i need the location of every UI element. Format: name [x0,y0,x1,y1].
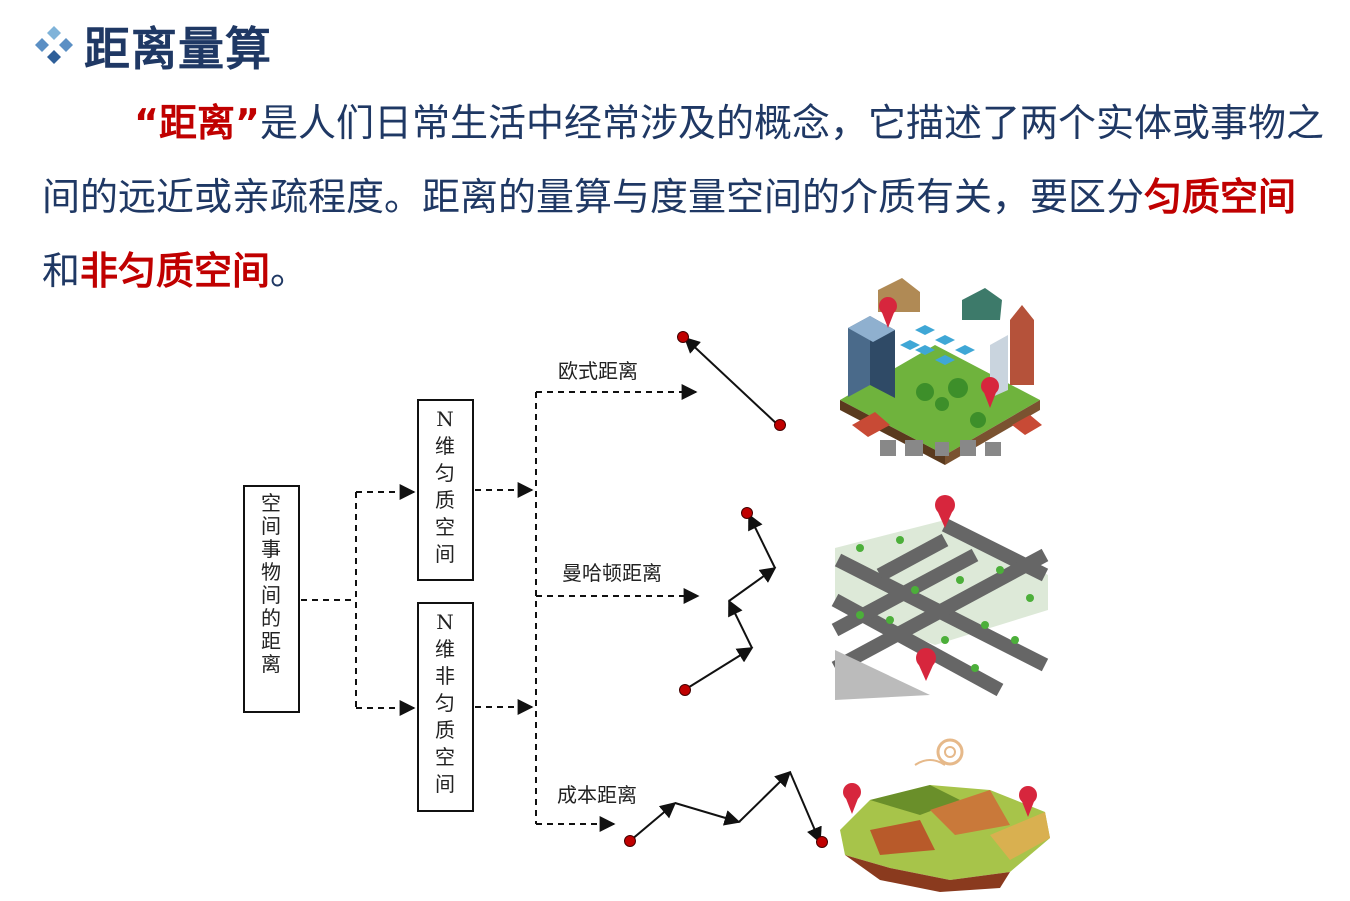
manhattan-path [679,507,777,696]
cost-label: 成本距离 [557,783,637,807]
term-heterogeneous: 非匀质空间 [80,249,271,293]
paragraph-conj: 和 [42,249,81,293]
terrain-illustration [840,738,1050,892]
paragraph-end: 。 [270,249,309,293]
title-row: 距离量算 [32,14,272,78]
root-label: 空间事物间的距离 [261,491,281,676]
root-box [243,485,300,713]
intro-paragraph: “距离”是人们日常生活中经常涉及的概念，它描述了两个实体或事物之间的远近或亲疏程… [42,86,1332,308]
quote-open: “ [134,101,159,145]
paragraph-text: 是人们日常生活中经常涉及的概念，它描述了两个实体或事物之间的远近或亲疏程度。距离… [42,101,1324,219]
right-connectors [475,384,700,832]
homogeneous-box [417,399,474,581]
city-illustration [840,278,1042,465]
euclidean-path [677,331,786,431]
left-connectors [301,484,416,716]
road-grid-illustration [831,495,1049,700]
quote-close: ” [235,101,260,145]
page-title: 距离量算 [84,22,272,76]
euclidean-label: 欧式距离 [558,359,638,383]
term-distance: 距离 [158,101,235,145]
term-homogeneous: 匀质空间 [1144,175,1297,219]
diamond-icon [35,26,73,64]
manhattan-label: 曼哈顿距离 [562,561,662,585]
heterogeneous-box [417,602,474,812]
cost-path [624,770,828,848]
